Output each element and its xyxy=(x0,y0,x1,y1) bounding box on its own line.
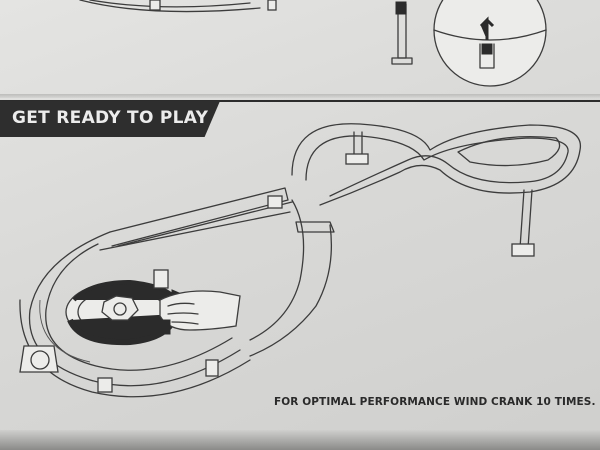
section-divider xyxy=(0,100,600,102)
previous-step-illustration xyxy=(79,0,547,87)
instruction-text: FOR OPTIMAL PERFORMANCE WIND CRANK 10 TI… xyxy=(274,396,596,408)
bottom-shadow xyxy=(0,430,600,450)
section-header-tab xyxy=(0,101,220,137)
section-title: GET READY TO PLAY xyxy=(12,108,209,128)
paper-fold xyxy=(0,94,600,98)
